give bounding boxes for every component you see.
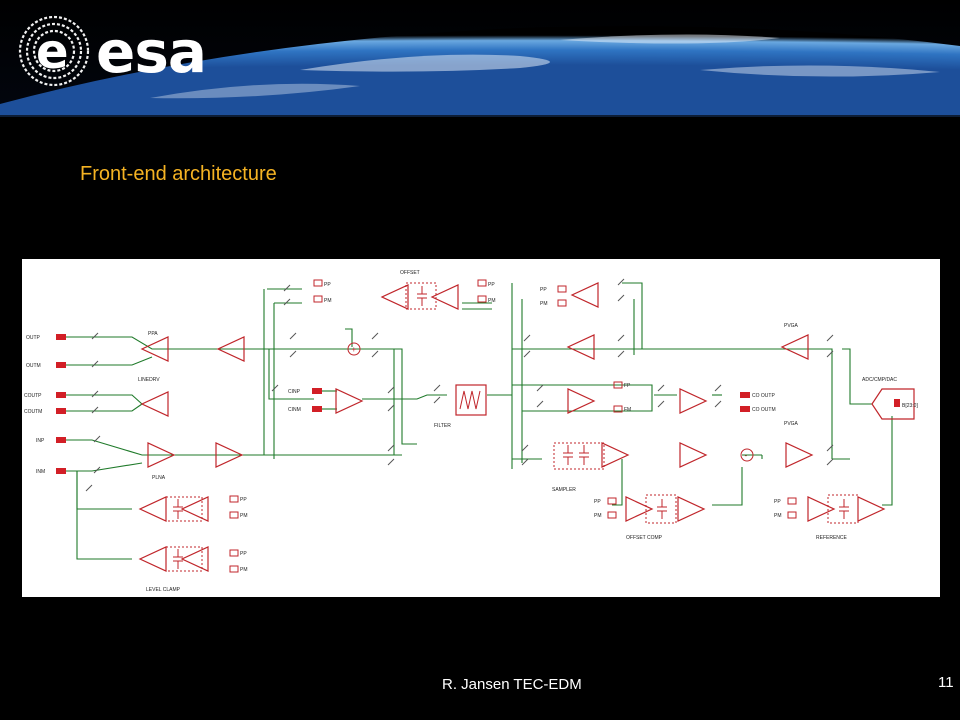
svg-text:INM: INM bbox=[36, 469, 45, 475]
svg-text:+: + bbox=[352, 345, 357, 354]
svg-text:PM: PM bbox=[594, 513, 602, 519]
svg-text:PVGA: PVGA bbox=[784, 323, 799, 329]
svg-text:PM: PM bbox=[488, 298, 496, 304]
svg-text:INP: INP bbox=[36, 438, 45, 444]
header-banner bbox=[0, 0, 960, 118]
page-number: 11 bbox=[938, 674, 954, 691]
svg-text:FILTER: FILTER bbox=[434, 423, 451, 429]
esa-logo-text: esa bbox=[96, 18, 207, 86]
svg-text:PP: PP bbox=[240, 497, 247, 503]
svg-text:LINEDRV: LINEDRV bbox=[138, 377, 160, 383]
svg-text:CINM: CINM bbox=[288, 407, 301, 413]
esa-swirl-logo: e bbox=[18, 15, 90, 87]
svg-text:CINP: CINP bbox=[288, 389, 301, 395]
svg-text:B[23:0]: B[23:0] bbox=[902, 403, 918, 409]
svg-text:PP: PP bbox=[488, 282, 495, 288]
svg-text:FP: FP bbox=[624, 383, 631, 389]
svg-text:-: - bbox=[745, 451, 748, 460]
front-end-schematic: + - OUTP OUTM COUTP COUTM INP INM CINP C… bbox=[22, 259, 940, 597]
svg-text:PM: PM bbox=[240, 567, 248, 573]
svg-text:PP: PP bbox=[324, 282, 331, 288]
footer-author: R. Jansen TEC-EDM bbox=[442, 676, 582, 693]
svg-text:COUTP: COUTP bbox=[24, 393, 42, 399]
adc-block bbox=[871, 388, 915, 420]
slide-title: Front-end architecture bbox=[80, 163, 277, 185]
svg-text:REFERENCE: REFERENCE bbox=[816, 535, 848, 541]
svg-text:CO OUTM: CO OUTM bbox=[752, 407, 776, 413]
svg-text:PP: PP bbox=[240, 551, 247, 557]
svg-text:PVGA: PVGA bbox=[784, 421, 799, 427]
svg-text:OUTP: OUTP bbox=[26, 335, 41, 341]
svg-text:OFFSET COMP: OFFSET COMP bbox=[626, 535, 663, 541]
svg-text:PLNA: PLNA bbox=[152, 475, 166, 481]
svg-text:PP: PP bbox=[540, 287, 547, 293]
svg-text:PP: PP bbox=[774, 499, 781, 505]
svg-text:SAMPLER: SAMPLER bbox=[552, 487, 576, 493]
svg-text:PPA: PPA bbox=[148, 331, 158, 337]
svg-text:PM: PM bbox=[240, 513, 248, 519]
svg-text:e: e bbox=[36, 24, 69, 80]
filter-block bbox=[455, 384, 487, 416]
svg-text:PM: PM bbox=[540, 301, 548, 307]
svg-text:FM: FM bbox=[624, 407, 631, 413]
svg-text:CO OUTP: CO OUTP bbox=[752, 393, 775, 399]
svg-text:PM: PM bbox=[324, 298, 332, 304]
svg-text:OFFSET: OFFSET bbox=[400, 270, 420, 276]
svg-text:PM: PM bbox=[774, 513, 782, 519]
svg-text:ADC/CMP/DAC: ADC/CMP/DAC bbox=[862, 377, 897, 383]
svg-text:COUTM: COUTM bbox=[24, 409, 42, 415]
svg-text:PP: PP bbox=[594, 499, 601, 505]
svg-text:LEVEL CLAMP: LEVEL CLAMP bbox=[146, 587, 181, 593]
svg-text:OUTM: OUTM bbox=[26, 363, 41, 369]
